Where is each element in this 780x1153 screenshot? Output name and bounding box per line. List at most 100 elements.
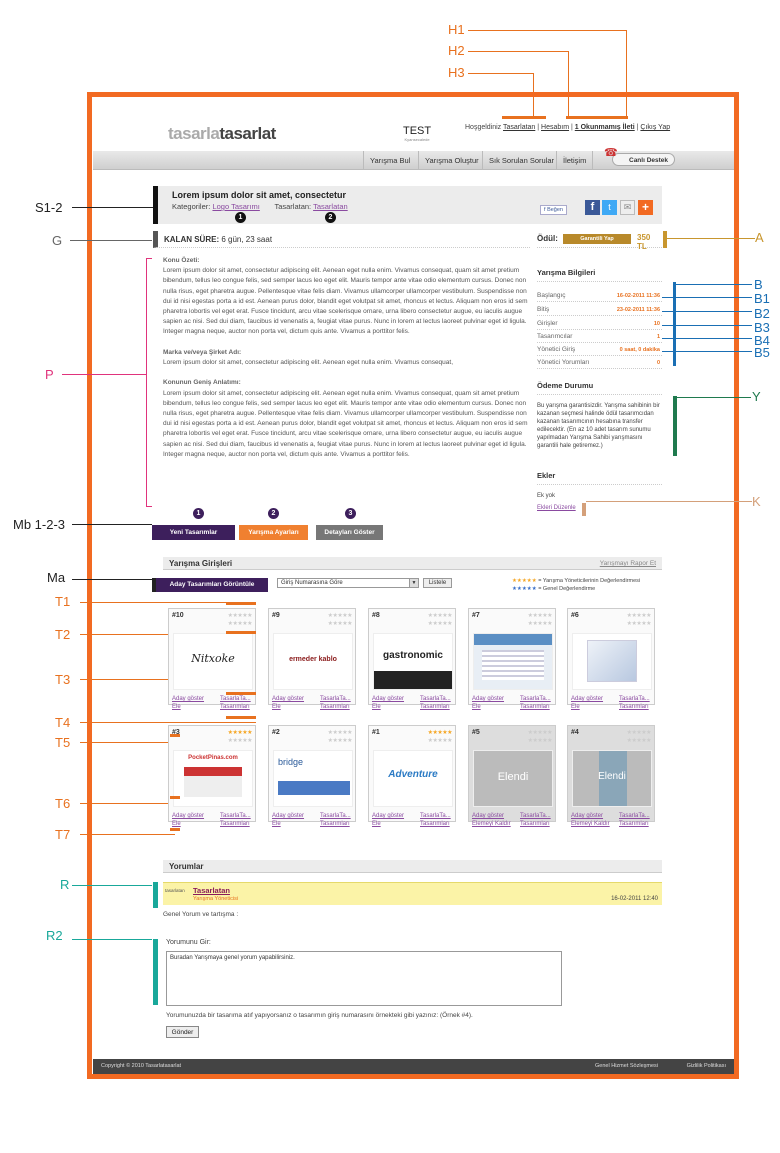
legend-admin: ★★★★★ = Yarışma Yöneticilerinin Değerlen… (512, 578, 641, 584)
link-tasarlatan[interactable]: Tasarlatan (503, 124, 536, 131)
design-thumbnail[interactable] (572, 633, 652, 690)
twitter-icon[interactable]: t (602, 200, 617, 215)
rating-stars-icon: ★★★★★ (626, 730, 652, 736)
send-button[interactable]: Gönder (166, 1026, 199, 1038)
design-thumbnail[interactable]: Adventure (373, 750, 453, 807)
category-link[interactable]: Logo Tasarımı (212, 202, 260, 211)
designer-link[interactable]: TasarlaTa...Tasarımları (220, 696, 251, 710)
designer-link[interactable]: TasarlaTa...Tasarımları (520, 813, 551, 827)
link-logout[interactable]: Çıkış Yap (640, 124, 671, 131)
designer-link[interactable]: TasarlaTa...Tasarımları (619, 813, 650, 827)
owner-link[interactable]: Tasarlatan (313, 202, 348, 211)
annot-r2: R2 (46, 928, 63, 943)
design-thumbnail[interactable]: bridge (273, 750, 353, 807)
headset-icon: ☎ (604, 147, 618, 159)
design-thumbnail[interactable]: Elendi (572, 750, 652, 807)
nav-yarisma-bul[interactable]: Yarışma Bul (363, 151, 416, 170)
nav-sss[interactable]: Sık Sorulan Sorular (482, 151, 560, 170)
annot-b3: B3 (754, 320, 770, 335)
guarantee-button[interactable]: Garantili Yap (563, 234, 631, 244)
marker-btn-3: 3 (345, 508, 356, 519)
rating-stars-icon: ★★★★★ (427, 730, 453, 736)
nav-yarisma-olustur[interactable]: Yarışma Oluştur (418, 151, 485, 170)
show-candidates-button[interactable]: Aday Tasarımları Görüntüle (152, 578, 268, 592)
show-details-button[interactable]: Detayları Göster (316, 525, 383, 540)
comment-author[interactable]: Tasarlatan (193, 886, 230, 895)
design-thumbnail[interactable]: PocketPinas.com (173, 750, 253, 807)
contest-settings-button[interactable]: Yarışma Ayarları (239, 525, 308, 540)
designer-link[interactable]: TasarlaTa...Tasarımları (420, 696, 451, 710)
design-thumbnail[interactable]: gastronomic (373, 633, 453, 690)
designer-link[interactable]: TasarlaTa...Tasarımları (320, 813, 351, 827)
rating-stars-icon: ★★★★★ (527, 738, 553, 744)
rating-stars-icon: ★★★★★ (327, 730, 353, 736)
comment-textarea[interactable]: Buradan Yarışmaya genel yorum yapabilirs… (166, 951, 562, 1006)
annot-t7: T7 (55, 827, 71, 842)
designer-link[interactable]: TasarlaTa...Tasarımları (619, 696, 650, 710)
link-hesabim[interactable]: Hesabım (541, 124, 570, 131)
avatar: tasarlatan (165, 888, 185, 893)
rating-stars-icon: ★★★★★ (626, 738, 652, 744)
rating-stars-icon: ★★★★★ (427, 738, 453, 744)
mail-icon[interactable]: ✉ (620, 200, 635, 215)
rating-stars-icon: ★★★★★ (227, 621, 253, 627)
design-thumbnail[interactable]: ermeder kablo (273, 633, 353, 690)
report-link[interactable]: Yarışmayı Rapor Et (599, 560, 656, 567)
leader-h1 (468, 30, 626, 31)
comment-role: Yarışma Yöneticisi (193, 896, 239, 902)
link-unread[interactable]: 1 Okunmamış İleti (574, 124, 635, 131)
live-support-button[interactable]: Canlı Destek (612, 153, 676, 166)
stars-icon: ★★★★★ (512, 578, 537, 584)
annot-h2: H2 (448, 43, 465, 58)
entry-card[interactable]: #3 ★★★★★★★★★★ PocketPinas.com Aday göste… (168, 725, 256, 827)
new-designs-button[interactable]: Yeni Tasarımlar (152, 525, 235, 540)
footer-privacy-link[interactable]: Gizlilik Politikası (686, 1063, 726, 1069)
list-button[interactable]: Listele (423, 578, 452, 588)
enter-comment-label: Yorumunu Gir: (166, 939, 211, 946)
designer-link[interactable]: TasarlaTa...Tasarımları (420, 813, 451, 827)
design-thumbnail[interactable]: Elendi (473, 750, 553, 807)
design-thumbnail[interactable]: Nitxoke (173, 633, 253, 690)
annot-t4: T4 (55, 715, 71, 730)
footer-terms-link[interactable]: Genel Hizmet Sözleşmesi (595, 1063, 658, 1069)
site-logo[interactable]: tasarlatasarlat (168, 124, 276, 143)
annot-p: P (45, 367, 54, 382)
designer-link[interactable]: TasarlaTa...Tasarımları (520, 696, 551, 710)
designer-link[interactable]: TasarlaTa...Tasarımları (220, 813, 251, 827)
add-icon[interactable]: + (638, 200, 653, 215)
rating-stars-icon: ★★★★★ (227, 613, 253, 619)
sort-select[interactable]: Giriş Numarasına Göre▼ (277, 578, 419, 588)
rating-stars-icon: ★★★★★ (227, 738, 253, 744)
nav-bar (93, 151, 734, 170)
edit-attachments-link[interactable]: Ekleri Düzenle (537, 505, 576, 511)
designer-link[interactable]: TasarlaTa...Tasarımları (320, 696, 351, 710)
like-button[interactable]: f Beğen (540, 205, 567, 215)
annot-t5: T5 (55, 735, 71, 750)
nav-iletisim[interactable]: İletişim (556, 151, 594, 170)
facebook-icon[interactable]: f (585, 200, 600, 215)
design-thumbnail[interactable] (473, 633, 553, 690)
